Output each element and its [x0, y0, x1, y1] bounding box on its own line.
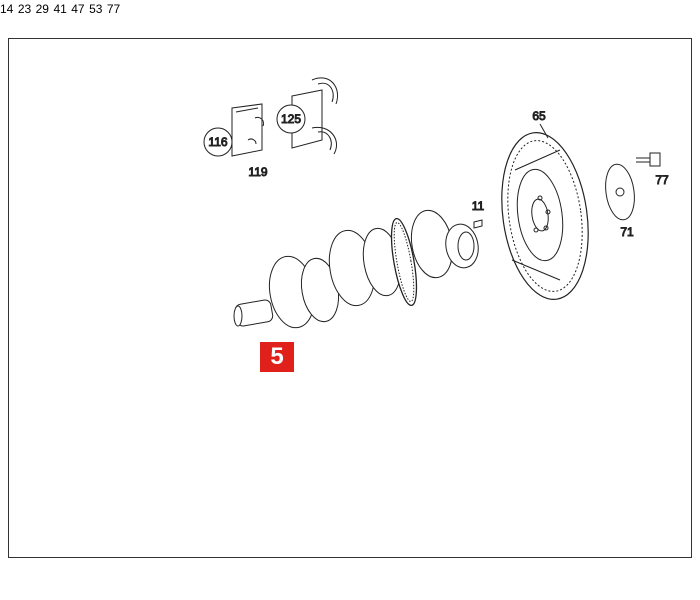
label-23: 23: [17, 2, 32, 16]
label-77-lower: 77: [106, 2, 121, 16]
label-53: 53: [89, 2, 103, 16]
label-71: 71: [620, 225, 634, 239]
drive-plate-65[interactable]: [492, 127, 599, 305]
label-77-upper: 77: [655, 173, 669, 187]
thrust-washer-125[interactable]: [276, 77, 338, 155]
dowel-pin-11[interactable]: [473, 219, 483, 229]
washer-plate-71[interactable]: [602, 162, 638, 221]
label-116: 116: [208, 135, 227, 149]
bolt-77-upper[interactable]: [636, 152, 661, 167]
leader-65: [539, 123, 549, 139]
label-47: 47: [71, 2, 85, 16]
label-14: 14: [0, 2, 14, 16]
label-29: 29: [35, 2, 49, 16]
label-125: 125: [281, 112, 301, 126]
label-11: 11: [472, 199, 485, 213]
highlight-badge-crankshaft[interactable]: 5: [260, 342, 294, 372]
label-41: 41: [53, 2, 67, 16]
label-119: 119: [248, 165, 267, 179]
bearing-shell-116[interactable]: [203, 103, 265, 157]
label-65: 65: [532, 109, 546, 123]
crankshaft-5[interactable]: [233, 207, 482, 331]
